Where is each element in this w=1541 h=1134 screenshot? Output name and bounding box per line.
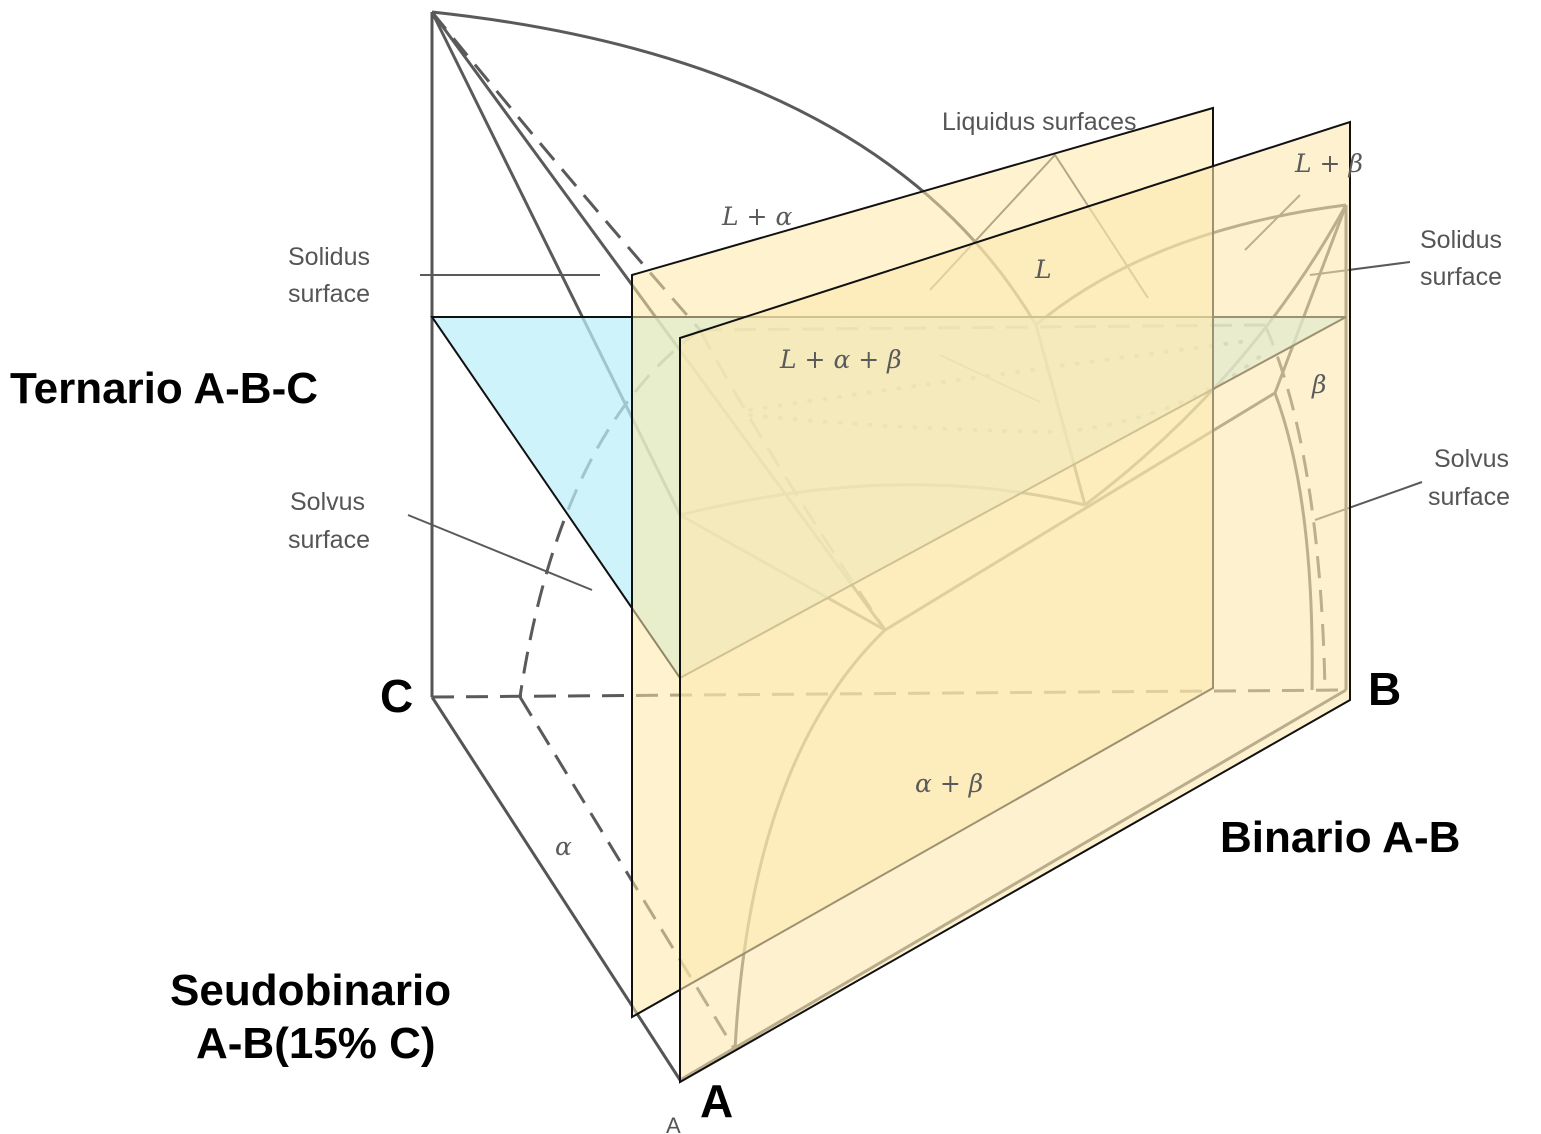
corner-b-label: B [1368, 663, 1401, 715]
solvus-left-label-line1: Solvus [290, 488, 365, 516]
pseudobinary-label-line2: A-B(15% C) [196, 1019, 436, 1068]
corner-a-label: A [700, 1075, 733, 1127]
solidus-right-label-line2: surface [1420, 263, 1502, 291]
phase-beta: β [1311, 370, 1326, 399]
pseudobinary-label-line1: Seudobinario [170, 966, 451, 1015]
corner-a-original-label: A [666, 1113, 681, 1134]
solvus-right-label-line1: Solvus [1434, 445, 1509, 473]
solvus-left-leader [408, 515, 592, 590]
solidus-left-label-line1: Solidus [288, 243, 370, 271]
solidus-right-label-line1: Solidus [1420, 226, 1502, 254]
phase-l-alpha-beta: L + α + β [779, 345, 902, 374]
corner-c-label: C [380, 670, 413, 722]
binary-label: Binario A-B [1220, 813, 1460, 862]
solvus-right-label-line2: surface [1428, 483, 1510, 511]
ternary-label: Ternario A-B-C [10, 364, 318, 413]
solidus-left-label-line2: surface [288, 280, 370, 308]
phase-l-beta: L + β [1294, 149, 1363, 178]
phase-alpha-beta: α + β [915, 769, 983, 798]
phase-l-alpha: L + α [721, 202, 792, 231]
phase-alpha: α [555, 832, 572, 861]
liquidus-label: Liquidus surfaces [942, 108, 1137, 136]
solvus-left-label-line2: surface [288, 526, 370, 554]
phase-l: L [1034, 255, 1052, 284]
